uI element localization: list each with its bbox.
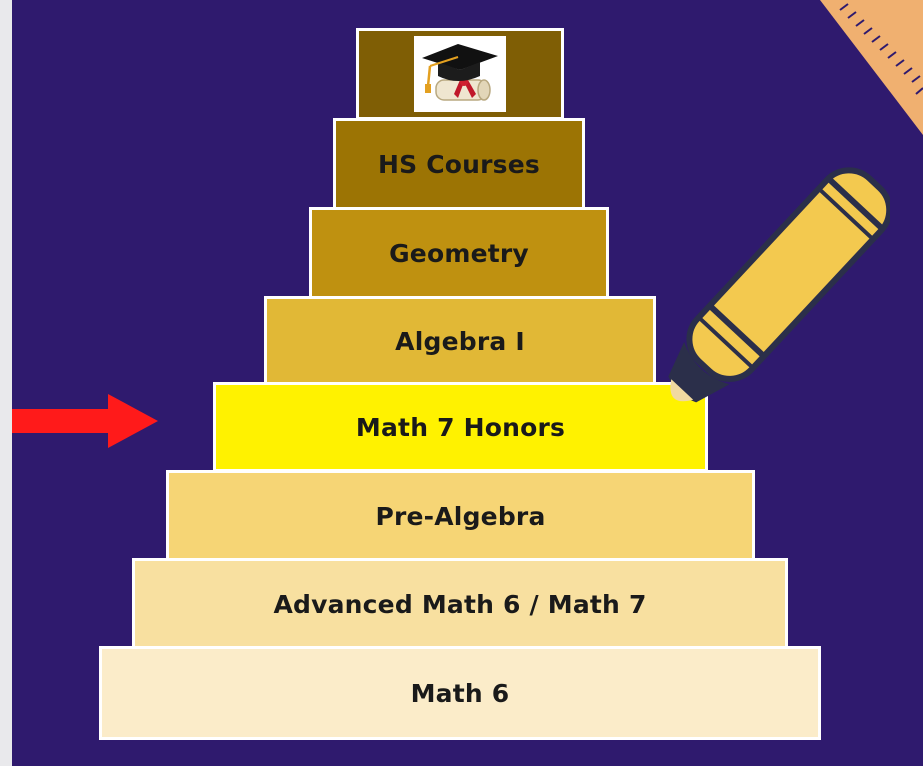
step-advanced-math-6-math-7: Advanced Math 6 / Math 7 bbox=[132, 558, 788, 650]
step-label: Geometry bbox=[389, 238, 529, 268]
step-label: HS Courses bbox=[378, 149, 540, 179]
corner-pencil-decoration-icon bbox=[820, 0, 923, 135]
step-algebra-1: Algebra I bbox=[264, 296, 656, 386]
step-label: Advanced Math 6 / Math 7 bbox=[273, 589, 647, 619]
graduation-cap-and-diploma-icon bbox=[414, 36, 506, 112]
step-pre-algebra: Pre-Algebra bbox=[166, 470, 755, 562]
step-label: Algebra I bbox=[395, 326, 525, 356]
step-label: Pre-Algebra bbox=[375, 501, 546, 531]
step-label: Math 6 bbox=[410, 678, 510, 708]
step-hs-courses: HS Courses bbox=[333, 118, 585, 210]
step-math-6: Math 6 bbox=[99, 646, 821, 740]
step-geometry: Geometry bbox=[309, 207, 609, 299]
step-math-7-honors: Math 7 Honors bbox=[213, 382, 708, 472]
yellow-crayon-icon bbox=[668, 167, 890, 403]
red-arrow-icon bbox=[12, 394, 158, 448]
step-label: Math 7 Honors bbox=[355, 412, 566, 442]
